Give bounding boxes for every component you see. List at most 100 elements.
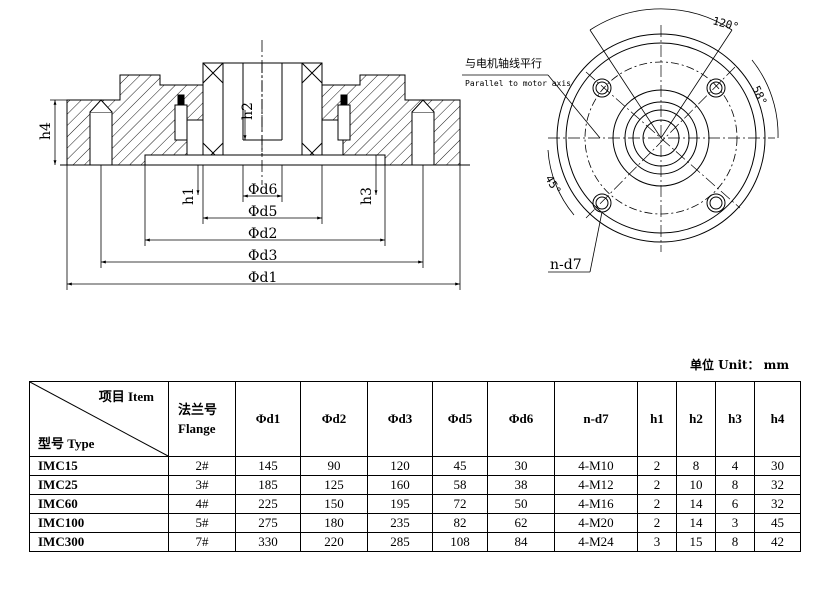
value-cell: 285 (367, 532, 433, 552)
value-cell: 3 (715, 513, 755, 533)
value-cell: 4-M16 (554, 494, 638, 514)
parallel-note-cn: 与电机轴线平行 (465, 56, 542, 70)
type-cell: IMC25 (29, 475, 169, 495)
header-flange-cn: 法兰号 (178, 402, 218, 417)
label-d5: Φd5 (248, 204, 277, 220)
value-cell: 6 (715, 494, 755, 514)
value-cell: 32 (754, 475, 801, 495)
value-cell: 330 (235, 532, 301, 552)
angle-120-label: 120° (711, 14, 740, 33)
value-cell: 32 (754, 494, 801, 514)
value-cell: 220 (300, 532, 368, 552)
header-col: Φd2 (300, 381, 368, 457)
flange-cell: 7# (168, 532, 236, 552)
value-cell: 82 (432, 513, 488, 533)
value-cell: 30 (487, 456, 555, 476)
type-cell: IMC300 (29, 532, 169, 552)
header-col: n-d7 (554, 381, 638, 457)
value-cell: 150 (300, 494, 368, 514)
value-cell: 160 (367, 475, 433, 495)
label-d1: Φd1 (248, 270, 277, 286)
value-cell: 2 (637, 456, 677, 476)
value-cell: 90 (300, 456, 368, 476)
header-col: Φd1 (235, 381, 301, 457)
nd7-label: n-d7 (550, 257, 582, 273)
angle-58-label: 58° (749, 84, 769, 108)
side-dimensions (50, 99, 461, 290)
header-item: 项目 Item (98, 389, 154, 404)
header-col: h3 (715, 381, 755, 457)
value-cell: 125 (300, 475, 368, 495)
value-cell: 4-M10 (554, 456, 638, 476)
header-col: h2 (676, 381, 716, 457)
value-cell: 195 (367, 494, 433, 514)
value-cell: 15 (676, 532, 716, 552)
value-cell: 185 (235, 475, 301, 495)
label-d6: Φd6 (248, 182, 277, 198)
label-h2: h2 (240, 102, 256, 120)
value-cell: 45 (754, 513, 801, 533)
spec-table: 项目 Item 型号 Type 法兰号 Flange Φd1 Φd2 Φd3 Φ… (29, 381, 801, 552)
unit-label: 单位 Unit： mm (690, 358, 790, 372)
value-cell: 180 (300, 513, 368, 533)
header-col: Φd6 (487, 381, 555, 457)
flange-cell: 5# (168, 513, 236, 533)
bolt-holes (592, 78, 726, 213)
value-cell: 235 (367, 513, 433, 533)
value-cell: 30 (754, 456, 801, 476)
side-section-view (60, 40, 470, 185)
value-cell: 42 (754, 532, 801, 552)
value-cell: 14 (676, 494, 716, 514)
header-col: h1 (637, 381, 677, 457)
value-cell: 2 (637, 475, 677, 495)
header-diagonal-cell: 项目 Item 型号 Type (29, 381, 169, 457)
flange-cell: 2# (168, 456, 236, 476)
flange-cell: 3# (168, 475, 236, 495)
value-cell: 8 (715, 532, 755, 552)
value-cell: 62 (487, 513, 555, 533)
value-cell: 108 (432, 532, 488, 552)
label-d2: Φd2 (248, 226, 277, 242)
value-cell: 50 (487, 494, 555, 514)
type-cell: IMC100 (29, 513, 169, 533)
value-cell: 84 (487, 532, 555, 552)
value-cell: 72 (432, 494, 488, 514)
value-cell: 38 (487, 475, 555, 495)
table-header-row: 项目 Item 型号 Type 法兰号 Flange Φd1 Φd2 Φd3 Φ… (29, 381, 801, 457)
type-cell: IMC60 (29, 494, 169, 514)
header-col: Φd3 (367, 381, 433, 457)
front-view (462, 8, 779, 273)
value-cell: 14 (676, 513, 716, 533)
value-cell: 58 (432, 475, 488, 495)
value-cell: 3 (637, 532, 677, 552)
label-h4: h4 (38, 122, 54, 140)
header-col: h4 (754, 381, 801, 457)
value-cell: 8 (715, 475, 755, 495)
header-col: Φd5 (432, 381, 488, 457)
type-cell: IMC15 (29, 456, 169, 476)
header-type: 型号 Type (38, 436, 95, 451)
header-flange-en: Flange (178, 421, 216, 436)
parallel-note-en: Parallel to motor axis (465, 79, 571, 88)
angle-45-label: 45° (542, 173, 563, 197)
value-cell: 120 (367, 456, 433, 476)
value-cell: 4 (715, 456, 755, 476)
label-h1: h1 (181, 187, 197, 205)
value-cell: 10 (676, 475, 716, 495)
header-flange: 法兰号 Flange (168, 381, 236, 457)
value-cell: 4-M12 (554, 475, 638, 495)
value-cell: 4-M24 (554, 532, 638, 552)
value-cell: 8 (676, 456, 716, 476)
flange-cell: 4# (168, 494, 236, 514)
value-cell: 4-M20 (554, 513, 638, 533)
value-cell: 275 (235, 513, 301, 533)
value-cell: 145 (235, 456, 301, 476)
value-cell: 45 (432, 456, 488, 476)
value-cell: 225 (235, 494, 301, 514)
